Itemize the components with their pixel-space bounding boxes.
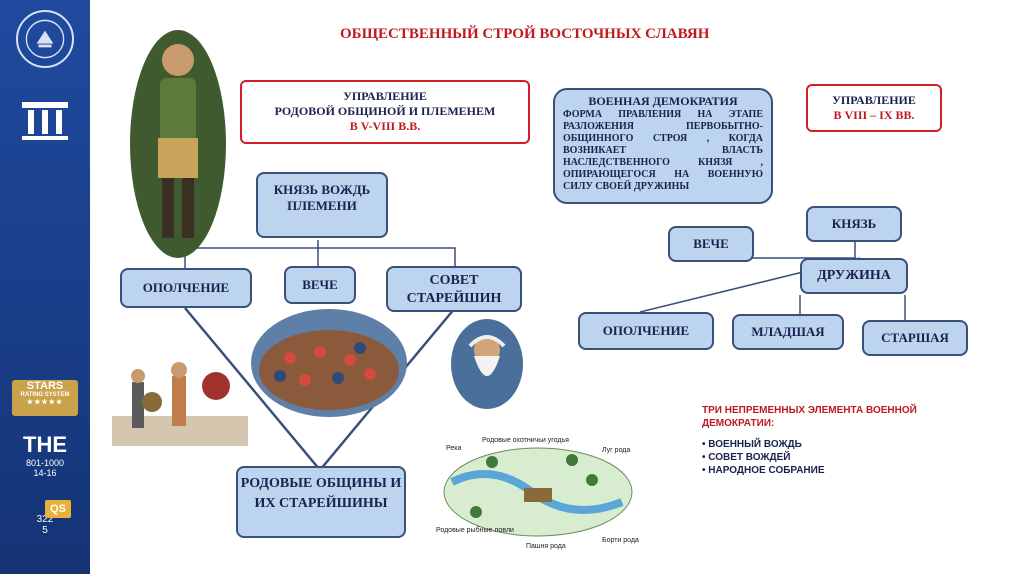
prince-box-right: КНЯЗЬ <box>806 206 902 242</box>
junior-druzhina-label: МЛАДШАЯ <box>751 324 825 339</box>
militia-label-right: ОПОЛЧЕНИЕ <box>602 323 690 338</box>
note-item: СОВЕТ ВОЖДЕЙ <box>702 451 922 464</box>
map-label-river: Река <box>446 445 461 452</box>
militia-box-left: ОПОЛЧЕНИЕ <box>120 268 252 308</box>
right-heading-period: В VIII – IX ВВ. <box>833 108 915 122</box>
qs-rank: 322 <box>36 514 54 525</box>
qs-stars-badge: STARS RATING SYSTEM ★★★★★ <box>12 380 78 416</box>
council-elders-label: СОВЕТ СТАРЕЙШИН <box>406 273 502 306</box>
veche-label-left: ВЕЧЕ <box>302 277 338 292</box>
veche-crowd-illustration <box>251 309 407 417</box>
junior-druzhina-box: МЛАДШАЯ <box>732 314 844 350</box>
veche-label-right: ВЕЧЕ <box>693 236 729 251</box>
prince-tribe-leader-box: КНЯЗЬ ВОЖДЬ ПЛЕМЕНИ <box>256 172 388 238</box>
qs-ranking-badge: QS 322 5 <box>12 500 78 536</box>
military-democracy-text: ФОРМА ПРАВЛЕНИЯ НА ЭТАПЕ РАЗЛОЖЕНИЯ ПЕРВ… <box>563 109 763 192</box>
military-democracy-elements-note: ТРИ НЕПРЕМЕННЫХ ЭЛЕМЕНТА ВОЕННОЙ ДЕМОКРА… <box>702 404 922 477</box>
elder-illustration <box>451 319 523 409</box>
the-sub: 14-16 <box>33 468 57 478</box>
columns-emblem-icon <box>18 100 72 142</box>
left-heading-box: УПРАВЛЕНИЕ РОДОВОЙ ОБЩИНОЙ И ПЛЕМЕНЕМ В … <box>240 80 530 144</box>
map-label-bee: Борти рода <box>602 537 639 544</box>
druzhina-label: ДРУЖИНА <box>817 268 891 283</box>
qs-stars-name: STARS <box>26 380 64 392</box>
senior-druzhina-box: СТАРШАЯ <box>862 320 968 356</box>
warrior-illustration <box>130 30 226 258</box>
the-logo: THE <box>23 432 67 457</box>
page-title: ОБЩЕСТВЕННЫЙ СТРОЙ ВОСТОЧНЫХ СЛАВЯН <box>340 26 710 42</box>
note-list: ВОЕННЫЙ ВОЖДЬ СОВЕТ ВОЖДЕЙ НАРОДНОЕ СОБР… <box>702 438 922 477</box>
militia-box-right: ОПОЛЧЕНИЕ <box>578 312 714 350</box>
note-title: ТРИ НЕПРЕМЕННЫХ ЭЛЕМЕНТА ВОЕННОЙ ДЕМОКРА… <box>702 405 917 429</box>
map-label-meadow: Луг рода <box>602 447 630 454</box>
left-heading-period: В V-VIII В.В. <box>349 119 421 133</box>
veche-box-left: ВЕЧЕ <box>284 266 356 304</box>
qs-stars-sub: RATING SYSTEM <box>20 392 70 399</box>
note-item: ВОЕННЫЙ ВОЖДЬ <box>702 438 922 451</box>
prince-tribe-leader-label: КНЯЗЬ ВОЖДЬ ПЛЕМЕНИ <box>273 182 371 213</box>
military-democracy-title: ВОЕННАЯ ДЕМОКРАТИЯ <box>588 94 738 108</box>
council-elders-box: СОВЕТ СТАРЕЙШИН <box>386 266 522 312</box>
druzhina-box: ДРУЖИНА <box>800 258 908 294</box>
right-heading-line1: УПРАВЛЕНИЕ <box>832 93 916 107</box>
the-rank: 801-1000 <box>25 458 65 468</box>
map-label-fishing: Родовые рыбные ловли <box>436 526 514 534</box>
university-logo-icon <box>16 10 74 68</box>
militia-label-left: ОПОЛЧЕНИЕ <box>142 280 230 295</box>
note-item: НАРОДНОЕ СОБРАНИЕ <box>702 464 922 477</box>
right-heading-box: УПРАВЛЕНИЕ В VIII – IX ВВ. <box>806 84 942 132</box>
clan-communities-label: РОДОВЫЕ ОБЩИНЫ И ИХ СТАРЕЙШИНЫ <box>240 476 402 511</box>
clan-lands-map-illustration: Река Родовые охотничьи угодья Луг рода Р… <box>436 437 639 550</box>
senior-druzhina-label: СТАРШАЯ <box>881 330 949 345</box>
the-ranking-badge: THE 801-1000 14-16 <box>12 432 78 478</box>
qs-logo: QS <box>45 500 71 518</box>
clan-communities-box: РОДОВЫЕ ОБЩИНЫ И ИХ СТАРЕЙШИНЫ <box>236 466 406 538</box>
sidebar: STARS RATING SYSTEM ★★★★★ THE 801-1000 1… <box>0 0 90 574</box>
battle-illustration <box>112 362 248 446</box>
military-democracy-box: ВОЕННАЯ ДЕМОКРАТИЯ ФОРМА ПРАВЛЕНИЯ НА ЭТ… <box>553 88 773 204</box>
map-label-hunting: Родовые охотничьи угодья <box>482 437 569 444</box>
prince-label-right: КНЯЗЬ <box>831 216 877 231</box>
left-heading-line2: РОДОВОЙ ОБЩИНОЙ И ПЛЕМЕНЕМ <box>274 104 496 118</box>
veche-box-right: ВЕЧЕ <box>668 226 754 262</box>
map-label-field: Пашня рода <box>526 543 566 550</box>
left-heading-line1: УПРАВЛЕНИЕ <box>343 89 427 103</box>
stars-rating: ★★★★★ <box>26 398 64 406</box>
qs-sub: 5 <box>42 525 48 536</box>
